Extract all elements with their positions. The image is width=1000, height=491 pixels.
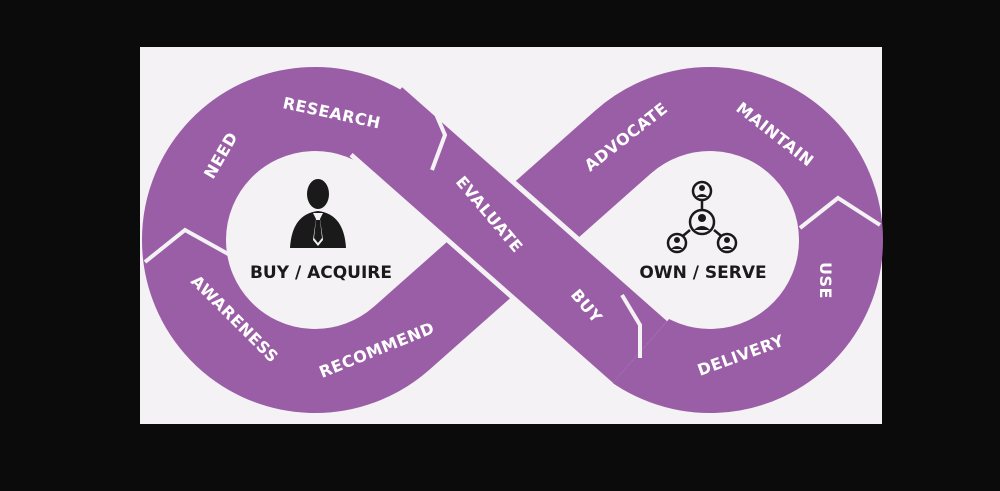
people-network-icon bbox=[666, 180, 738, 254]
left-loop-title: BUY / ACQUIRE bbox=[250, 263, 392, 283]
stage-use: USE bbox=[816, 262, 835, 299]
businessman-icon bbox=[290, 179, 346, 248]
diagonal-band bbox=[347, 87, 668, 383]
separator-need-awareness bbox=[143, 227, 231, 264]
right-loop-center bbox=[622, 152, 798, 328]
separator-maintain-use bbox=[798, 195, 882, 230]
infinity-loop bbox=[142, 67, 883, 413]
separator-buy-delivery bbox=[620, 293, 642, 358]
right-loop-title: OWN / SERVE bbox=[639, 263, 766, 283]
separator-research-evaluate bbox=[428, 99, 448, 171]
